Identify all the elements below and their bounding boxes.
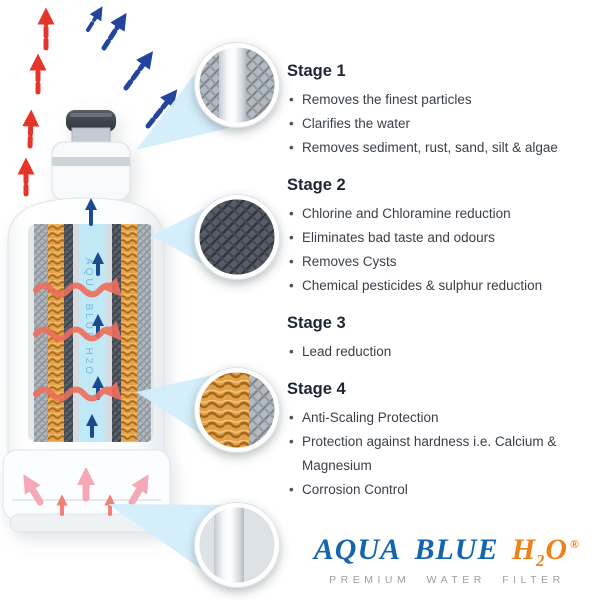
- stage-1-bullets: Removes the finest particles Clarifies t…: [287, 88, 589, 160]
- brand-h: H: [511, 533, 537, 566]
- brand-tagline: PREMIUM WATER FILTER: [329, 574, 565, 586]
- stage-3-bullets: Lead reduction: [287, 340, 589, 364]
- inlet-flow-arrows: [17, 7, 55, 197]
- stage-1-section: Stage 1 Removes the finest particles Cla…: [287, 62, 589, 160]
- stage-3-section: Stage 3 Lead reduction: [287, 314, 589, 364]
- filtration-flow-ribbons: [33, 277, 122, 402]
- stage-bullet: Removes Cysts: [287, 250, 589, 274]
- brand-logo: AQUA BLUE H2O® PREMIUM WATER FILTER: [314, 533, 580, 586]
- brand-word-aqua: AQUA: [313, 533, 402, 566]
- cap-highlight: [70, 113, 112, 117]
- outlet-flow-arrows: [86, 6, 178, 129]
- brand-subscript-2: 2: [536, 551, 546, 570]
- layer-scale-left: [48, 224, 64, 442]
- outlet-cylinder-detail: [214, 505, 244, 585]
- stage-bullet: Anti-Scaling Protection: [287, 406, 589, 430]
- stage-bullet: Lead reduction: [287, 340, 589, 364]
- callout-circle-stage1: [194, 42, 280, 128]
- stage-4-title: Stage 4: [287, 380, 346, 398]
- stage-bullet: Chlorine and Chloramine reduction: [287, 202, 589, 226]
- brand-word-blue: BLUE: [414, 533, 499, 566]
- stage-bullet: Removes sediment, rust, sand, silt & alg…: [287, 136, 589, 160]
- callout-circle-outlet: [194, 502, 280, 588]
- stage-bullet: Eliminates bad taste and odours: [287, 226, 589, 250]
- stage-2-section: Stage 2 Chlorine and Chloramine reductio…: [287, 176, 589, 298]
- stage-4-section: Stage 4 Anti-Scaling Protection Protecti…: [287, 380, 589, 502]
- brand-wordmark: AQUA BLUE H2O®: [314, 533, 580, 571]
- stage-2-bullets: Chlorine and Chloramine reduction Elimin…: [287, 202, 589, 298]
- filter-illustration: AQUA BLUE H2O: [2, 6, 178, 533]
- stage-bullet: Protection against hardness i.e. Calcium…: [287, 430, 589, 478]
- mesh-cylinder-detail: [219, 45, 246, 125]
- brand-o: O: [545, 533, 569, 566]
- stage-bullet: Corrosion Control: [287, 478, 589, 502]
- stage-info-panel: Stage 1 Removes the finest particles Cla…: [287, 62, 589, 518]
- registered-mark: ®: [570, 537, 580, 551]
- callout-circle-stage2: [194, 194, 280, 280]
- layer-sediment-right: [137, 224, 151, 442]
- stage-2-title: Stage 2: [287, 176, 346, 194]
- base-flow-arrows: [23, 466, 149, 516]
- filter-channel-label: AQUA BLUE H2O: [83, 258, 94, 377]
- stage-3-title: Stage 3: [287, 314, 346, 332]
- callout-circle-stage4: [194, 367, 280, 453]
- filter-collar: [51, 141, 131, 201]
- stage-4-bullets: Anti-Scaling Protection Protection again…: [287, 406, 589, 502]
- stage-bullet: Clarifies the water: [287, 112, 589, 136]
- collar-band: [52, 157, 130, 166]
- stage-bullet: Chemical pesticides & sulphur reduction: [287, 274, 589, 298]
- stage-1-title: Stage 1: [287, 62, 346, 80]
- stage-bullet: Removes the finest particles: [287, 88, 589, 112]
- brand-word-h2o: H2O: [511, 533, 569, 570]
- layer-scale-right: [121, 224, 137, 442]
